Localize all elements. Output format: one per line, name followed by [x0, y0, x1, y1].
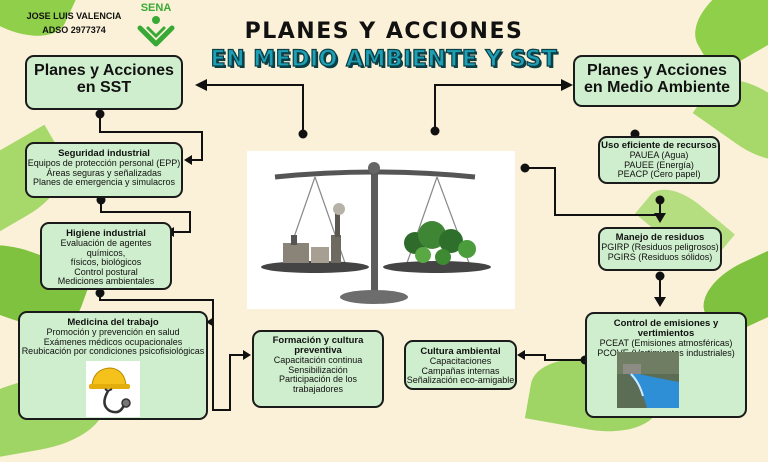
water-discharge-icon: [617, 352, 679, 408]
higiene-line: Evaluación de agentes químicos,: [60, 238, 152, 258]
formacion-title: Formación y cultura preventiva: [272, 335, 364, 356]
medicina-box: Medicina del trabajo Promoción y prevenc…: [18, 311, 208, 420]
medicina-line: Promoción y prevención en salud: [46, 327, 180, 337]
uso-box: Uso eficiente de recursos PAUEA (Agua) P…: [598, 136, 720, 184]
medio-ambiente-heading-box: Planes y Acciones en Medio Ambiente: [573, 55, 741, 107]
page-subtitle: EN MEDIO AMBIENTE Y SST: [210, 46, 558, 72]
uso-title: Uso eficiente de recursos: [601, 140, 717, 151]
medical-image: [86, 361, 140, 417]
sst-heading-box: Planes y Acciones en SST: [25, 55, 183, 110]
author-name: JOSE LUIS VALENCIA: [26, 11, 122, 21]
medicina-line: Reubicación por condiciones psicofisioló…: [21, 346, 205, 357]
higiene-box: Higiene industrial Evaluación de agentes…: [40, 222, 172, 290]
seguridad-line: Equipos de protección personal (EPP): [27, 158, 181, 168]
sena-logo: SENA: [134, 2, 178, 48]
author-course: ADSO 2977374: [42, 25, 106, 35]
cultura-line: Señalización eco-amigable: [406, 375, 515, 386]
hard-hat-stethoscope-icon: [89, 367, 131, 414]
residuos-line: PGIRP (Residuos peligrosos): [601, 242, 719, 252]
higiene-title: Higiene industrial: [66, 228, 146, 239]
page-title: PLANES Y ACCIONES: [244, 19, 524, 44]
seguridad-box: Seguridad industrial Equipos de protecci…: [25, 142, 183, 198]
emisiones-line: PCEAT (Emisiones atmosféricas): [599, 338, 733, 348]
higiene-line: Control postural: [74, 266, 138, 277]
formacion-line: Capacitación continua: [273, 355, 363, 365]
cultura-box: Cultura ambiental Capacitaciones Campaña…: [404, 340, 517, 390]
higiene-line: Mediciones ambientales: [57, 276, 155, 287]
balance-scale-image: [247, 151, 515, 309]
medicina-line: Exámenes médicos ocupacionales: [43, 336, 183, 347]
formacion-line: trabajadores: [292, 383, 344, 394]
cultura-line: Campañas internas: [421, 365, 500, 376]
medicina-title: Medicina del trabajo: [67, 317, 159, 328]
sena-logo-icon: [137, 16, 175, 47]
formacion-box: Formación y cultura preventiva Capacitac…: [252, 330, 384, 408]
seguridad-line: Planes de emergencia y simulacros: [32, 177, 176, 188]
formacion-line: Participación de los: [278, 374, 358, 385]
emisiones-title: Control de emisiones y vertimientos: [613, 318, 719, 339]
emisiones-box: Control de emisiones y vertimientos PCEA…: [585, 312, 747, 418]
seguridad-line: Áreas seguras y señalizadas: [46, 167, 162, 178]
formacion-line: Sensibilización: [288, 364, 348, 375]
medio-ambiente-heading: Planes y Acciones en Medio Ambiente: [583, 62, 731, 96]
sena-logo-text: SENA: [140, 2, 172, 14]
author-block: JOSE LUIS VALENCIA ADSO 2977374: [14, 9, 134, 37]
sst-heading: Planes y Acciones en SST: [34, 62, 174, 96]
uso-line: PAUEA (Agua): [629, 150, 689, 160]
water-discharge-image: [617, 352, 679, 408]
cultura-line: Capacitaciones: [429, 356, 492, 366]
residuos-line: PGIRS (Residuos sólidos): [607, 251, 713, 262]
residuos-box: Manejo de residuos PGIRP (Residuos pelig…: [598, 227, 722, 271]
cultura-title: Cultura ambiental: [420, 346, 501, 357]
residuos-title: Manejo de residuos: [615, 232, 705, 243]
uso-line: PEACP (Cero papel): [617, 169, 701, 180]
seguridad-title: Seguridad industrial: [58, 148, 150, 159]
uso-line: PAUEE (Energía): [624, 159, 694, 170]
balance-scale-icon: [261, 162, 491, 304]
higiene-line: físicos, biológicos: [70, 257, 142, 268]
